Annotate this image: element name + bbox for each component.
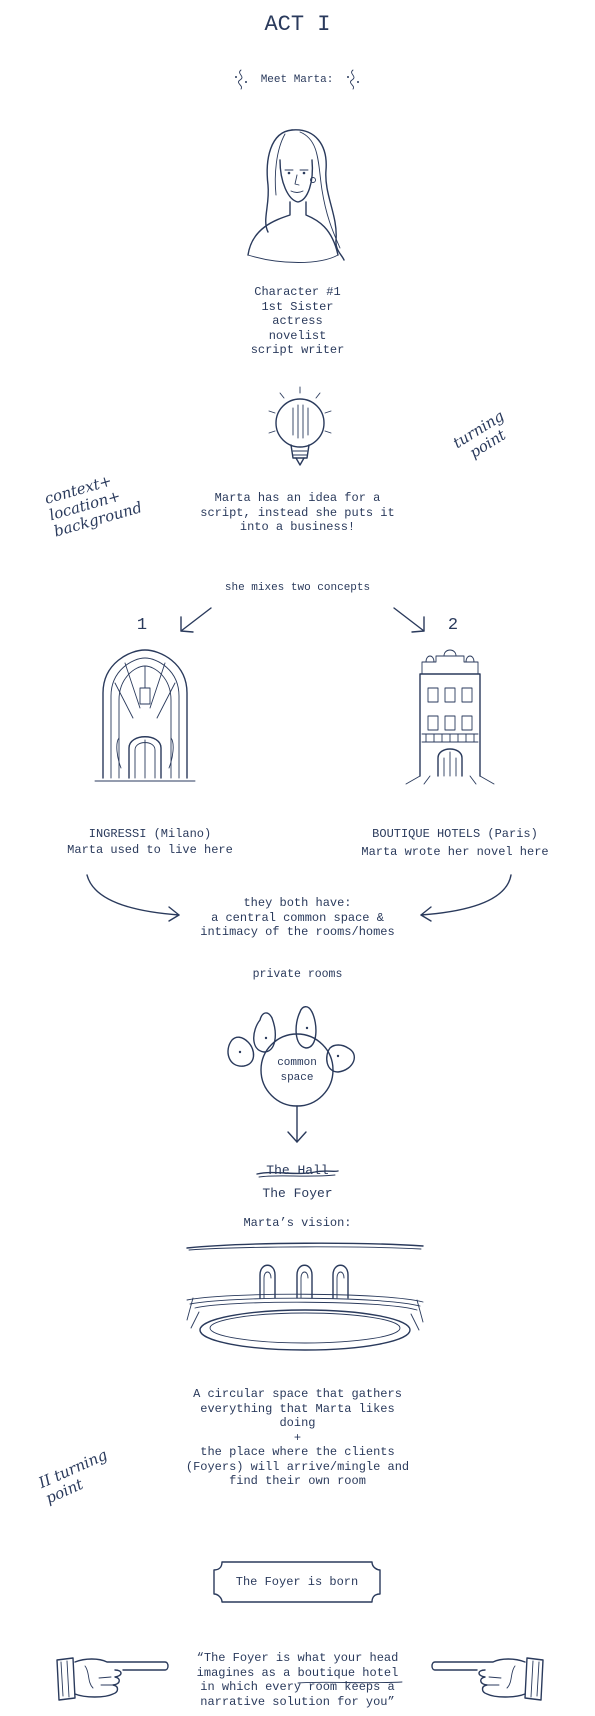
act-title: ACT I <box>264 12 331 37</box>
quote-underline-mark <box>296 1678 406 1688</box>
private-rooms-label: private rooms <box>252 968 343 981</box>
both-have-text: they both have: a central common space &… <box>200 896 395 939</box>
common-space-label: common space <box>277 1057 317 1084</box>
foyer-born-label: The Foyer is born <box>235 1575 359 1589</box>
turning-point-note: turning point <box>449 406 509 462</box>
ingressi-title: INGRESSI (Milano) <box>88 827 212 841</box>
arrow-left-icon <box>175 605 215 635</box>
ingressi-arch-icon <box>95 648 195 783</box>
pointing-hand-left-icon <box>55 1652 170 1707</box>
concept-number-1: 1 <box>136 616 148 635</box>
lightbulb-icon <box>255 383 345 483</box>
ingressi-subtitle: Marta used to live here <box>67 843 233 857</box>
meet-marta-label: Meet Marta: <box>260 74 334 86</box>
marta-portrait-icon <box>240 120 360 265</box>
strike-through-mark <box>255 1166 340 1180</box>
idea-text: Marta has an idea for a script, instead … <box>200 491 395 534</box>
character-info: Character #1 1st Sister actress novelist… <box>250 285 345 357</box>
the-foyer-label: The Foyer <box>262 1186 333 1201</box>
curve-arrow-left-icon <box>85 873 185 923</box>
concept-number-2: 2 <box>447 616 459 635</box>
foyer-born-frame <box>212 1560 382 1604</box>
boutique-hotels-title: BOUTIQUE HOTELS (Paris) <box>372 827 538 841</box>
curve-arrow-right-icon <box>415 873 515 923</box>
vision-label: Marta’s vision: <box>243 1216 352 1230</box>
boutique-hotels-subtitle: Marta wrote her novel here <box>361 845 549 859</box>
closing-quote: “The Foyer is what your head imagines as… <box>196 1651 399 1709</box>
flourish-right-icon <box>347 68 359 90</box>
flourish-left-icon <box>235 68 247 90</box>
pointing-hand-right-icon <box>430 1652 545 1707</box>
common-space-diagram <box>222 990 372 1145</box>
the-hall-label: The Hall <box>266 1163 329 1178</box>
boutique-hotel-icon <box>400 646 500 786</box>
mixes-text: she mixes two concepts <box>224 582 371 594</box>
arrow-right-icon <box>390 605 430 635</box>
foyer-vision-icon <box>185 1240 425 1358</box>
vision-description: A circular space that gathers everything… <box>185 1387 410 1488</box>
